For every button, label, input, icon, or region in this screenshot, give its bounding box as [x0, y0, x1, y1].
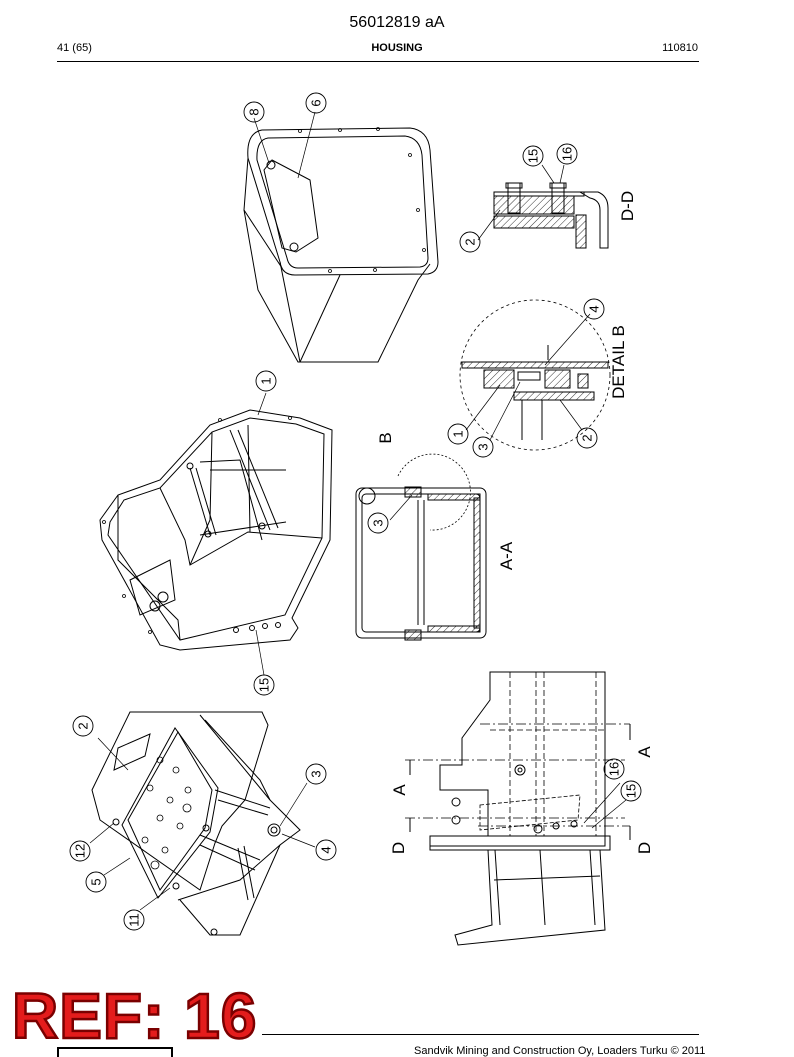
- balloon-1: 1: [259, 377, 274, 384]
- document-date: 110810: [662, 42, 698, 54]
- section-dd-view: [477, 164, 609, 249]
- balloon-11: 11: [127, 913, 142, 927]
- balloon-8: 8: [247, 108, 262, 115]
- label-view-b: B: [376, 432, 395, 443]
- label-detail-b: DETAIL B: [609, 325, 628, 399]
- label-section-aa: A-A: [497, 541, 516, 570]
- label-cut-d-right: D: [635, 842, 654, 854]
- page-number: 41 (65): [57, 42, 92, 54]
- cover-box-view: [243, 111, 439, 363]
- balloon-2: 2: [76, 722, 91, 729]
- label-section-dd: D-D: [618, 191, 637, 221]
- footer-rule: [262, 1034, 699, 1035]
- balloon-12: 12: [73, 844, 88, 858]
- housing-iso-view: [99, 392, 333, 676]
- balloon-6: 6: [309, 99, 324, 106]
- balloon-4: 4: [319, 846, 334, 853]
- footer-copyright: Sandvik Mining and Construction Oy, Load…: [414, 1045, 706, 1057]
- page-title: HOUSING: [371, 42, 423, 54]
- balloon-15-side: 15: [624, 784, 639, 798]
- header-rule: [57, 61, 699, 62]
- balloon-3-section: 3: [371, 519, 386, 526]
- label-cut-a-left: A: [390, 784, 409, 796]
- view-labels: A-A D-D DETAIL B B A D A D: [376, 191, 654, 854]
- reference-stamp: REF: 16: [11, 980, 258, 1052]
- side-elevation-view: [405, 671, 631, 946]
- balloon-labels: 8 6 1 15 2 3 12 5 4 11 3 1 3 2 4 2 15 16…: [73, 99, 639, 926]
- balloon-2-detail: 2: [580, 434, 595, 441]
- balloon-16-side: 16: [607, 762, 622, 776]
- label-cut-d-left: D: [389, 842, 408, 854]
- balloon-3: 3: [309, 770, 324, 777]
- section-aa-view: [355, 453, 487, 641]
- balloon-3-detail: 3: [476, 443, 491, 450]
- balloon-15-dd: 15: [526, 149, 541, 163]
- part-balloons: [69, 92, 642, 931]
- balloon-2-dd: 2: [463, 238, 478, 245]
- frame-iso-view: [89, 711, 316, 936]
- label-cut-a-right: A: [635, 746, 654, 758]
- document-number: 56012819 aA: [349, 14, 445, 31]
- balloon-5: 5: [89, 878, 104, 885]
- balloon-4-detail: 4: [587, 305, 602, 312]
- detail-b-view: [459, 299, 611, 451]
- balloon-15: 15: [257, 678, 272, 692]
- sandvik-logo: [57, 1047, 173, 1057]
- balloon-1-detail: 1: [451, 430, 466, 437]
- balloon-16-dd: 16: [560, 147, 575, 161]
